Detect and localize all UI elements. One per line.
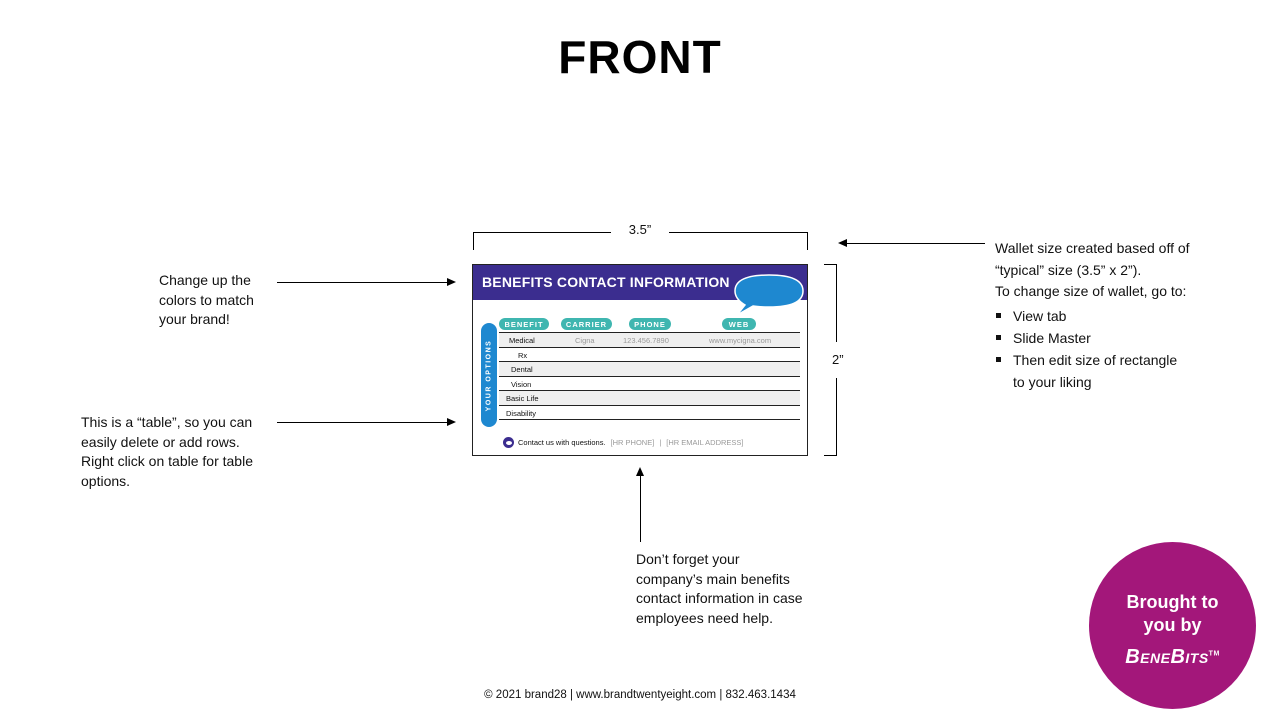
cell-phone: 123.456.7890 [623, 336, 669, 345]
footer-text: Contact us with questions. [518, 438, 606, 447]
note-line: This is a “table”, so you can [81, 414, 253, 430]
note-line: colors to match [159, 291, 254, 308]
note-line: Change up the [159, 272, 251, 288]
side-tab [481, 323, 497, 427]
list-item: Then edit size of rectangle [995, 349, 1177, 371]
list-item: to your liking [995, 371, 1177, 393]
benefits-wallet-card: BENEFITS CONTACT INFORMATION YOUR OPTION… [472, 264, 808, 456]
cell-benefit: Medical [509, 336, 535, 345]
width-label: 3.5” [628, 222, 652, 237]
note-line: easily delete or add rows. [81, 433, 240, 450]
badge-line: Brought to [1126, 592, 1219, 612]
badge-brand-name: BeneBits [1125, 646, 1209, 668]
note-table: This is a “table”, so you can easily del… [81, 413, 253, 491]
cell-benefit: Rx [518, 350, 528, 360]
cell-web: www.mycigna.com [709, 336, 772, 345]
benebits-logo: BeneBitsTM [1089, 646, 1256, 669]
table-row[interactable]: Disability [499, 404, 800, 420]
footer-email: [HR EMAIL ADDRESS] [666, 438, 744, 447]
page-title: FRONT [558, 31, 722, 83]
note-line: employees need help. [636, 609, 773, 626]
benebits-badge[interactable]: Brought to you by BeneBitsTM [1089, 542, 1256, 709]
list-item-continuation: to your liking [1013, 374, 1092, 390]
side-tab-label-wrap: YOUR OPTIONS [481, 323, 497, 427]
cell-benefit: Disability [506, 408, 537, 418]
note-line: To change size of wallet, go to: [995, 283, 1187, 299]
header-benefit: BENEFIT [499, 318, 549, 330]
footer-separator: | [659, 438, 662, 447]
note-line: Wallet size created based off of [995, 240, 1190, 256]
list-item: Slide Master [995, 327, 1177, 349]
note-line: company’s main benefits [636, 570, 790, 587]
table-row[interactable]: Rx [499, 346, 800, 362]
width-label-gap [611, 226, 669, 236]
cell-benefit: Basic Life [506, 394, 539, 404]
note-contact: Don’t forget your company’s main benefit… [636, 550, 803, 628]
header-carrier: CARRIER [561, 318, 612, 330]
cell-benefit: Dental [511, 365, 533, 375]
arrowhead-left-icon [838, 239, 847, 247]
note-line: contact information in case [636, 590, 803, 606]
note-wallet-size: Wallet size created based off of “typica… [995, 239, 1190, 302]
arrow-to-table [277, 422, 447, 423]
speech-bubble-icon [734, 274, 804, 315]
benefits-table[interactable]: Medical Cigna 123.456.7890 www.mycigna.c… [499, 332, 800, 420]
trademark-mark: TM [1208, 650, 1220, 658]
arrow-to-card-header [277, 282, 447, 283]
table-row[interactable]: Basic Life [499, 390, 800, 405]
note-line: your brand! [159, 311, 230, 327]
arrow-to-card-size [847, 243, 985, 244]
height-label: 2” [832, 352, 844, 367]
arrowhead-up-icon [636, 467, 644, 476]
cell-benefit: Vision [511, 379, 532, 389]
list-item: View tab [995, 305, 1177, 327]
arrow-to-card-footer [640, 475, 641, 542]
header-web: WEB [722, 318, 756, 330]
table-row[interactable]: Vision [499, 375, 800, 391]
note-line: “typical” size (3.5” x 2”). [995, 261, 1142, 278]
note-line: Right click on table for table [81, 453, 253, 469]
card-footer: Contact us with questions. [HR PHONE] | … [503, 437, 744, 448]
arrowhead-right-icon [447, 278, 456, 286]
header-phone: PHONE [629, 318, 671, 330]
side-tab-label: YOUR OPTIONS [485, 339, 493, 411]
table-row[interactable]: Dental [499, 361, 800, 376]
card-title: BENEFITS CONTACT INFORMATION [482, 274, 730, 290]
note-line: Don’t forget your [636, 551, 740, 567]
chat-icon [503, 437, 514, 448]
note-colors: Change up the colors to match your brand… [159, 271, 254, 330]
cell-carrier: Cigna [575, 336, 595, 345]
copyright-footer: © 2021 brand28 | www.brandtwentyeight.co… [484, 689, 796, 701]
footer-phone: [HR PHONE] [610, 438, 655, 447]
note-line: options. [81, 472, 131, 489]
wallet-steps-list: View tab Slide Master Then edit size of … [995, 305, 1177, 393]
table-row[interactable]: Medical Cigna 123.456.7890 www.mycigna.c… [499, 332, 800, 347]
height-label-gap [832, 342, 844, 378]
badge-line: you by [1143, 615, 1202, 635]
arrowhead-right-icon [447, 418, 456, 426]
